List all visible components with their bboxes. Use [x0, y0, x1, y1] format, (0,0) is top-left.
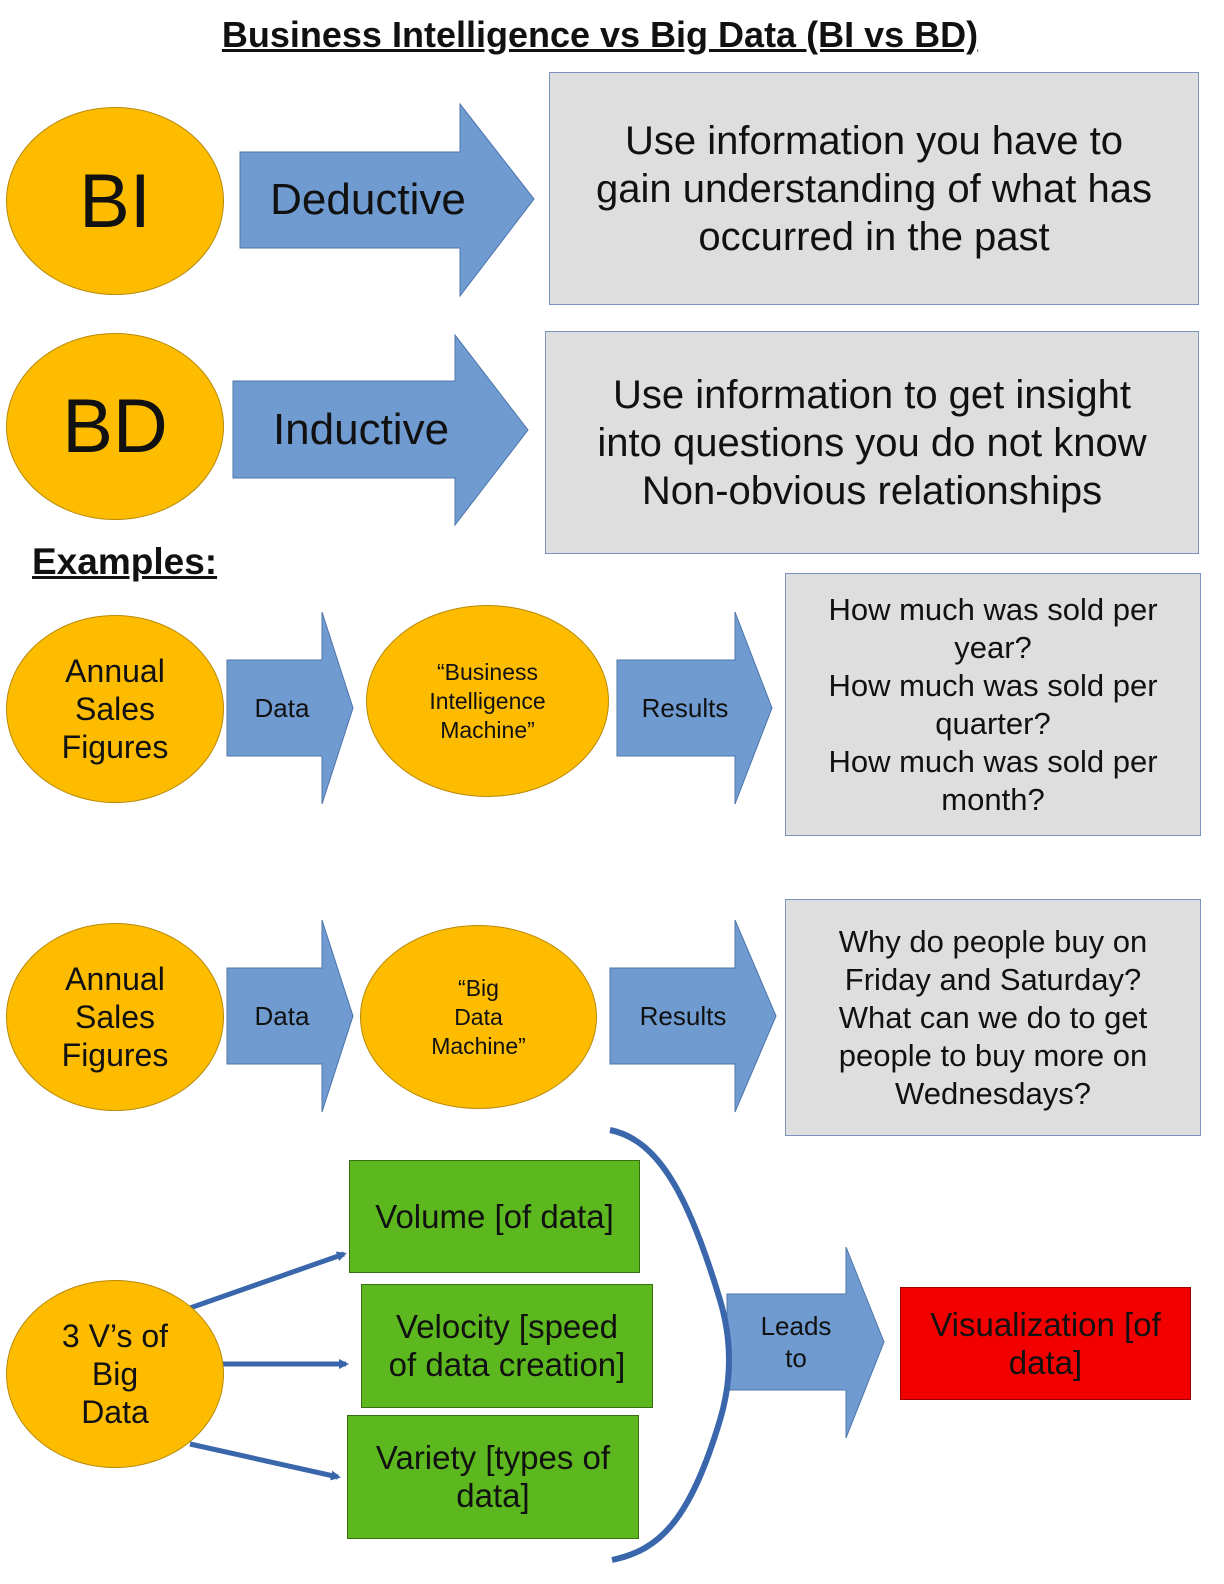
example2-data-arrow — [226, 919, 354, 1113]
volume-box: Volume [of data] — [349, 1160, 640, 1273]
example1-input-ellipse: Annual Sales Figures — [6, 615, 224, 803]
variety-connector-arrow — [189, 1441, 341, 1481]
bd-ellipse: BD — [6, 333, 224, 520]
example1-results-box: How much was sold per year? How much was… — [785, 573, 1201, 836]
example1-data-arrow — [226, 611, 354, 805]
bi-deductive-arrow — [239, 102, 535, 298]
volume-connector-arrow — [189, 1251, 347, 1311]
visualization-box: Visualization [of data] — [900, 1287, 1191, 1400]
example2-results-arrow — [609, 919, 777, 1113]
example1-data-label: Data — [254, 692, 310, 723]
bd-description-box: Use information to get insight into ques… — [545, 331, 1199, 554]
example2-machine-ellipse: “Big Data Machine” — [360, 925, 597, 1109]
example1-results-label: Results — [641, 692, 729, 723]
example1-machine-ellipse: “Business Intelligence Machine” — [366, 605, 609, 797]
example2-results-label: Results — [639, 1000, 727, 1031]
velocity-box: Velocity [speed of data creation] — [361, 1284, 653, 1408]
example1-results-arrow — [616, 611, 773, 805]
page-title: Business Intelligence vs Big Data (BI vs… — [221, 14, 979, 55]
bd-inductive-arrow — [232, 333, 529, 527]
bi-arrow-label: Deductive — [270, 175, 466, 224]
grouping-brace — [609, 1127, 732, 1563]
leads-to-arrow — [726, 1246, 885, 1439]
example2-input-ellipse: Annual Sales Figures — [6, 923, 224, 1111]
leads-to-label: Leads to — [760, 1311, 832, 1373]
three-vs-ellipse: 3 V’s of Big Data — [6, 1280, 224, 1468]
example2-results-box: Why do people buy on Friday and Saturday… — [785, 899, 1201, 1136]
example2-data-label: Data — [254, 1000, 310, 1031]
bd-arrow-label: Inductive — [272, 404, 450, 454]
bi-ellipse: BI — [6, 107, 224, 295]
bi-description-box: Use information you have to gain underst… — [549, 72, 1199, 305]
variety-box: Variety [types of data] — [347, 1415, 639, 1539]
examples-heading: Examples: — [32, 541, 218, 582]
